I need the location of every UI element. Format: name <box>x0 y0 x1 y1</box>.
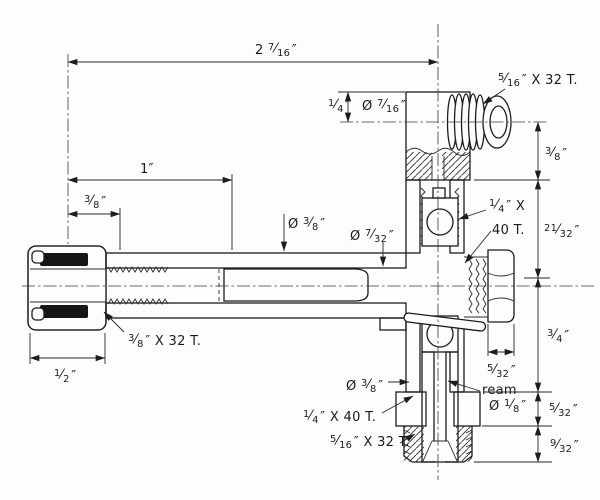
label-ream-2: Ø 1⁄8 ″ <box>489 398 526 416</box>
gland-wall-left <box>405 179 421 254</box>
label-stem-thread: 3⁄8 ″ X 32 T. <box>128 333 201 351</box>
leader-inlet-thread <box>482 88 506 105</box>
leader-gland-thread <box>458 209 487 220</box>
leader-outlet-inner-thread <box>381 395 414 414</box>
spigot-edge-right <box>463 426 473 463</box>
inlet-nipple <box>446 93 512 151</box>
label-dim-3-4: 3⁄4 ″ <box>547 328 569 346</box>
packing-assembly <box>403 249 515 332</box>
knob-corner-detail <box>31 250 45 264</box>
label-dim-3-8: 3⁄8 ″ <box>545 146 567 164</box>
sleeve-wall-top <box>105 252 407 269</box>
leader-lines <box>103 88 506 444</box>
label-stem-diameter: Ø 3⁄8 ″ <box>288 216 325 234</box>
dimension-lines <box>29 54 552 463</box>
leader-packing-thread <box>464 230 492 264</box>
stem-threads-bottom <box>107 298 169 305</box>
spigot-threads-right <box>465 429 473 455</box>
knob-corner-detail <box>31 307 45 321</box>
label-outlet-inner-thread: 1⁄4 ″ X 40 T. <box>303 409 376 427</box>
needle-rod <box>223 268 369 302</box>
leader-ream <box>447 380 481 392</box>
centerlines <box>22 24 596 480</box>
knurl-band-bottom <box>40 305 88 318</box>
hex-facets <box>487 272 515 302</box>
label-ream-1: ream <box>482 383 517 398</box>
spigot-edge-left <box>403 426 413 463</box>
label-dim-9-32: 9⁄32 ″ <box>550 438 579 456</box>
stem-tip <box>432 187 446 199</box>
label-gland-thread-2: 40 T. <box>492 223 525 238</box>
label-outlet-thread: 5⁄16 ″ X 32 T. <box>330 434 410 452</box>
outlet-cone <box>422 440 458 462</box>
label-stem-bore: Ø 7⁄32 ″ <box>350 228 394 246</box>
lever-pin <box>403 312 487 332</box>
label-overall-length: 2 7⁄16 ″ <box>255 42 297 60</box>
dimension-labels: 2 7⁄16 ″ 1″ 3⁄8 ″ 1⁄2 ″ 3⁄8 ″ X 32 T. Ø … <box>54 42 580 456</box>
body-flange-left <box>379 317 407 331</box>
label-dim-5-32: 5⁄32 ″ <box>549 402 578 420</box>
label-nut-width: 5⁄32 ″ <box>487 363 516 381</box>
leader-outlet-thread <box>399 433 416 444</box>
label-gland-thread-1: 1⁄4 ″ X <box>489 198 525 216</box>
label-outlet-diameter: Ø 3⁄8 ″ <box>346 378 383 396</box>
break-line <box>405 147 471 156</box>
label-dim-21-32: 21⁄32 ″ <box>544 223 580 241</box>
stem-sleeve <box>105 252 407 319</box>
label-body-diameter: Ø 7⁄16 ″ <box>362 98 406 116</box>
packing-threads <box>468 258 487 314</box>
label-stem-length: 1″ <box>140 162 154 177</box>
knurl-band-top <box>40 253 88 266</box>
lower-wall-left <box>405 317 421 393</box>
upper-ball <box>426 208 454 236</box>
label-knob-length: 1⁄2 ″ <box>54 368 76 386</box>
leader-stem-thread <box>103 311 125 333</box>
label-inlet-thread: 5⁄16 ″ X 32 T. <box>498 72 578 90</box>
stem-threads-top <box>107 266 169 273</box>
knurled-knob <box>27 245 107 331</box>
label-stem-step: 3⁄8 ″ <box>84 194 106 212</box>
knob-bore <box>30 269 106 302</box>
sleeve-wall-bottom <box>105 302 407 319</box>
label-body-top-offset: 1⁄4 ″ <box>328 98 350 116</box>
